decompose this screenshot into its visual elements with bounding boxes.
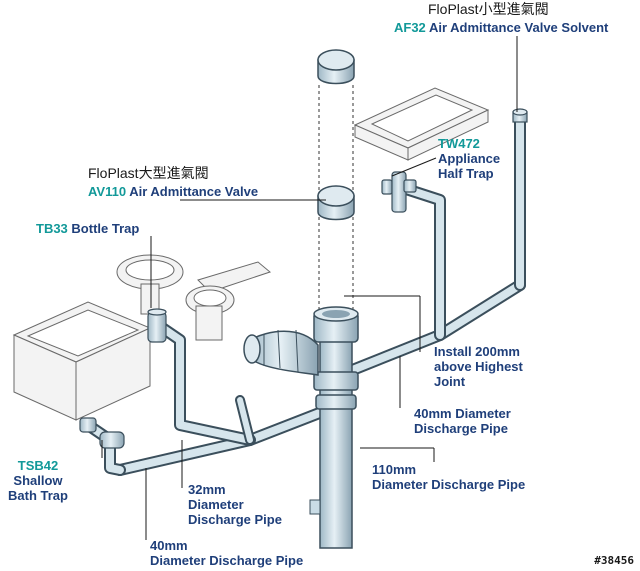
bath-fixture	[12, 301, 152, 421]
d40-label: 40mm Diameter Discharge Pipe	[414, 406, 511, 436]
av110-label: AV110 Air Admittance Valve	[88, 184, 258, 199]
av110-brand-label: FloPlast大型進氣閥	[88, 165, 209, 181]
d40-line2: Discharge Pipe	[414, 421, 508, 436]
tw472-line1: Appliance	[438, 151, 501, 166]
d32-line3: Discharge Pipe	[188, 512, 282, 527]
d40-line1: 40mm Diameter	[414, 406, 511, 421]
tb33-bottle-trap	[147, 308, 167, 343]
av110-valve	[317, 49, 355, 221]
d32-line2: Diameter	[188, 497, 244, 512]
tb33-label: TB33 Bottle Trap	[36, 221, 139, 236]
wc-branch-bend	[243, 329, 319, 376]
toilet-fixture	[185, 261, 272, 341]
af32-brand-label: FloPlast小型進氣閥	[428, 1, 549, 17]
install-line2: above Highest	[434, 359, 523, 374]
av110-name: Air Admittance Valve	[129, 184, 259, 199]
d40b-line2: Diameter Discharge Pipe	[150, 553, 304, 568]
af32-label: AF32 Air Admittance Valve Solvent	[394, 20, 608, 35]
install-height-note: Install 200mm above Highest Joint	[434, 344, 523, 389]
tw472-label: TW472 Appliance Half Trap	[438, 136, 500, 181]
tw472-appliance-trap	[381, 171, 417, 213]
kitchen-sink-fixture	[353, 87, 490, 161]
tsb42-line1: Shallow	[13, 473, 63, 488]
tb33-name: Bottle Trap	[71, 221, 140, 236]
leader-lines	[101, 36, 518, 540]
tsb42-line2: Bath Trap	[8, 488, 68, 503]
av110-code: AV110	[88, 184, 127, 199]
d110-line2: Diameter Discharge Pipe	[372, 477, 526, 492]
d110-line1: 110mm	[372, 462, 417, 477]
d110-label: 110mm Diameter Discharge Pipe	[372, 462, 525, 492]
pipework	[82, 112, 526, 476]
tsb42-code: TSB42	[17, 458, 59, 473]
tw472-line2: Half Trap	[438, 166, 494, 181]
soil-stack	[309, 306, 359, 549]
d40b-label: 40mm Diameter Discharge Pipe	[150, 538, 303, 568]
tb33-code: TB33	[36, 221, 68, 236]
tsb42-label: TSB42 Shallow Bath Trap	[8, 458, 68, 503]
tsb42-bath-trap	[79, 417, 125, 449]
af32-code: AF32	[394, 20, 426, 35]
install-line3: Joint	[434, 374, 466, 389]
af32-valve	[512, 108, 528, 123]
install-line1: Install 200mm	[434, 344, 520, 359]
d40b-line1: 40mm	[150, 538, 188, 553]
d32-line1: 32mm	[188, 482, 226, 497]
basin-fixture	[116, 254, 184, 315]
d32-label: 32mm Diameter Discharge Pipe	[188, 482, 282, 527]
af32-name: Air Admittance Valve Solvent	[428, 20, 609, 35]
tw472-code: TW472	[438, 136, 480, 151]
watermark: #38456	[594, 554, 634, 567]
